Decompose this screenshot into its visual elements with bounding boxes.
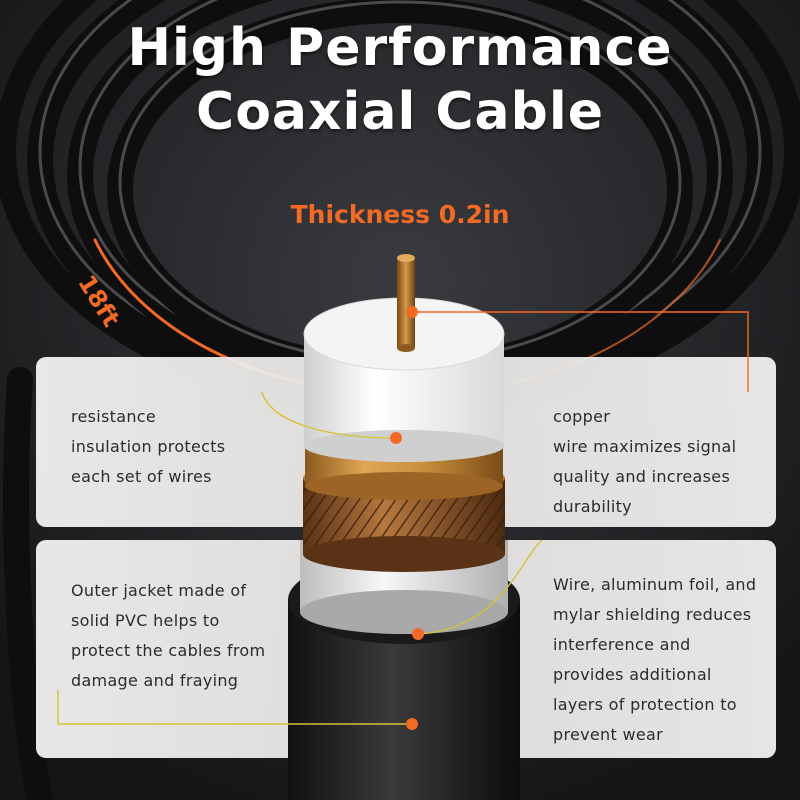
callout-line: damage and fraying (71, 671, 239, 690)
callout-leaders (57, 311, 749, 725)
callout-shielding: Wire, aluminum foil, and mylar shielding… (553, 570, 756, 750)
callout-line: solid PVC helps to (71, 611, 220, 630)
callout-line: resistance (71, 407, 157, 426)
callout-line: provides additional (553, 665, 712, 684)
cable-cross-section (288, 254, 520, 800)
callout-line: quality and increases (553, 467, 731, 486)
callout-line: protect the cables from (71, 641, 266, 660)
callout-line: mylar shielding reduces (553, 605, 752, 624)
callout-outer-jacket: Outer jacket made of solid PVC helps to … (71, 576, 265, 696)
callout-line: prevent wear (553, 725, 663, 744)
thickness-label: Thickness 0.2in (290, 200, 510, 229)
callout-markers (390, 306, 424, 730)
callout-copper-wire: copper wire maximizes signal quality and… (553, 402, 736, 522)
callout-line: copper (553, 407, 611, 426)
callout-insulation: resistance insulation protects each set … (71, 402, 225, 492)
callout-line: insulation protects (71, 437, 226, 456)
title-line-2: Coaxial Cable (196, 82, 604, 142)
callout-line: Wire, aluminum foil, and (553, 575, 757, 594)
callout-line: each set of wires (71, 467, 212, 486)
callout-line: Outer jacket made of (71, 581, 247, 600)
callout-line: layers of protection to (553, 695, 737, 714)
callout-line: durability (553, 497, 632, 516)
callout-line: interference and (553, 635, 691, 654)
title-line-1: High Performance (127, 18, 673, 78)
callout-line: wire maximizes signal (553, 437, 737, 456)
